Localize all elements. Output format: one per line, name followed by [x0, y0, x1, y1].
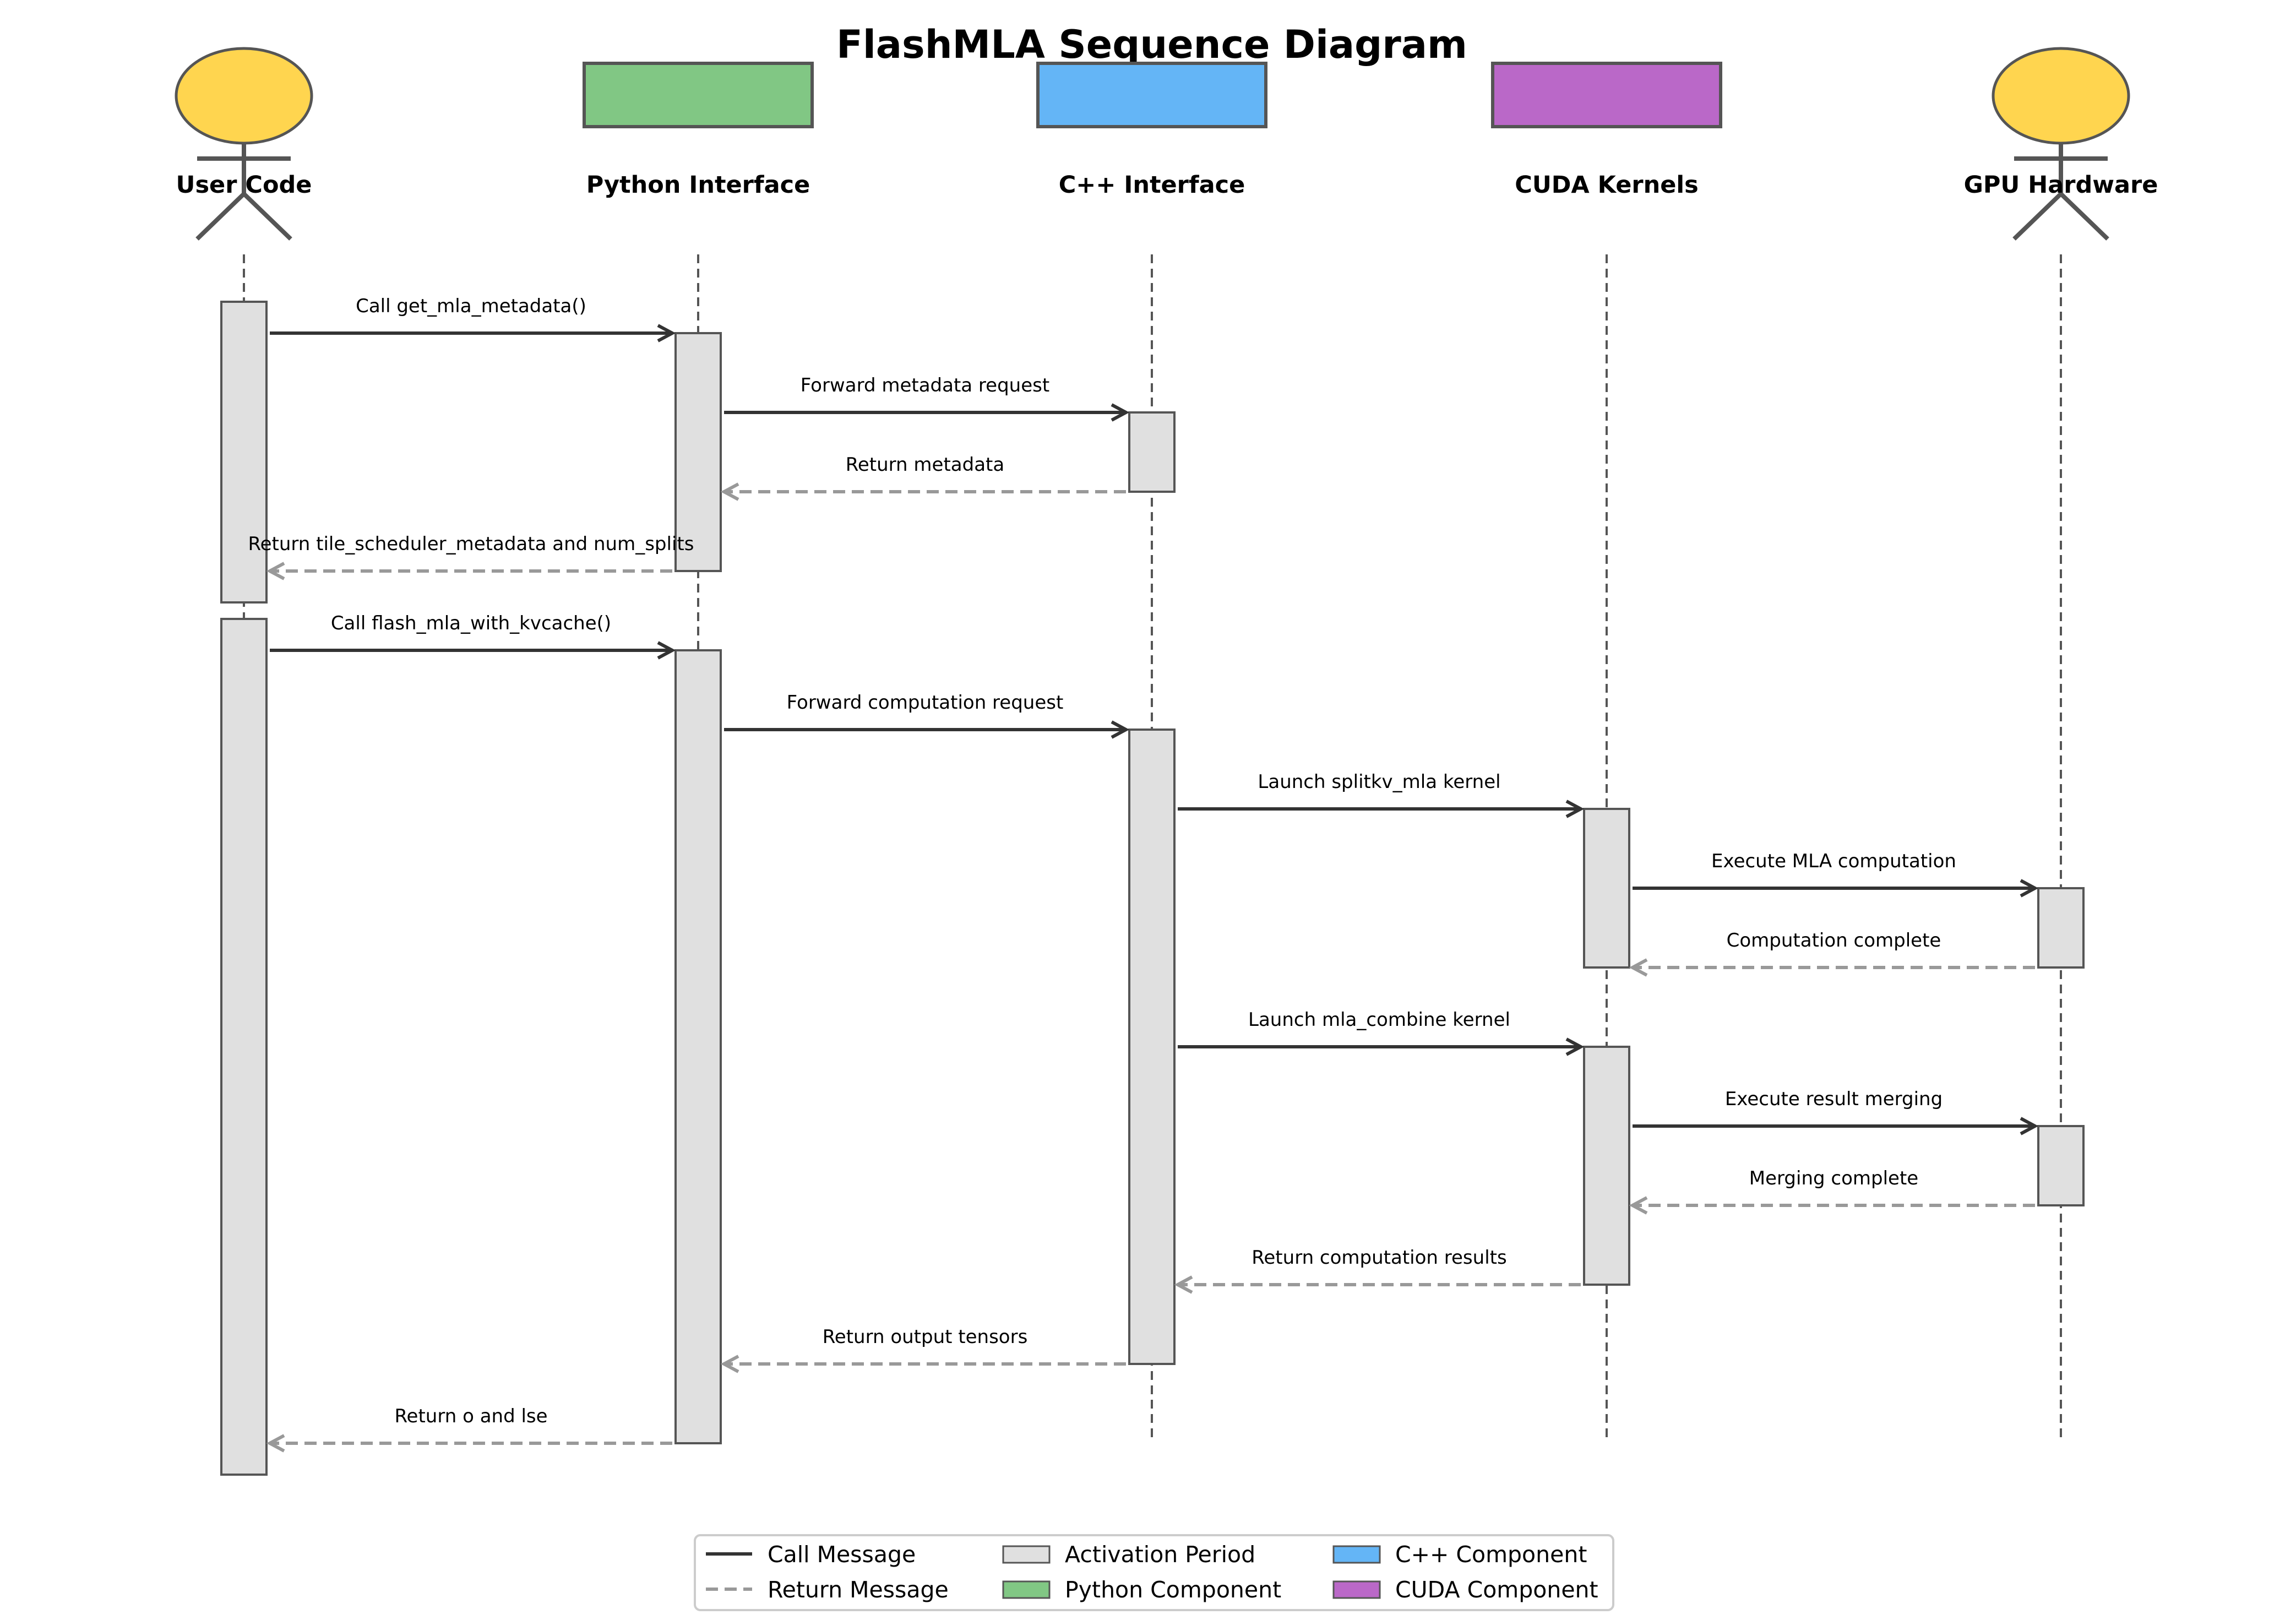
- arrow-head-icon: [1174, 1275, 1193, 1294]
- activation-bar: [674, 332, 722, 572]
- participant-user: User Code: [175, 47, 313, 241]
- legend-swatch-box: [1332, 1580, 1381, 1599]
- message-label: Launch splitkv_mla kernel: [1258, 771, 1500, 793]
- legend-frame: [694, 1534, 1614, 1611]
- participant-label: C++ Interface: [1059, 171, 1245, 199]
- actor-head-icon: [175, 47, 313, 145]
- legend-label: C++ Component: [1395, 1541, 1587, 1568]
- message-label: Launch mla_combine kernel: [1248, 1009, 1510, 1031]
- participant-cpp: C++ Interface: [1036, 62, 1267, 199]
- participant-python: Python Interface: [583, 62, 814, 199]
- activation-bar: [1128, 729, 1176, 1365]
- arrow-head-icon: [1111, 403, 1130, 422]
- message-return: Return tile_scheduler_metadata and num_s…: [248, 533, 694, 580]
- legend-swatch-box: [1002, 1580, 1051, 1599]
- legend-label: Activation Period: [1065, 1541, 1255, 1568]
- legend-item: Activation Period: [1002, 1541, 1255, 1568]
- participant-box: [583, 62, 814, 128]
- activation-bar: [2037, 887, 2085, 969]
- message-label: Return output tensors: [823, 1326, 1028, 1348]
- arrow-head-icon: [657, 324, 676, 343]
- activation-bar: [674, 649, 722, 1444]
- activation-bar: [1583, 808, 1630, 969]
- message-label: Call flash_mla_with_kvcache(): [331, 612, 611, 634]
- actor-leg-right: [242, 192, 292, 241]
- message-label: Return o and lse: [394, 1405, 547, 1427]
- message-return: Return output tensors: [720, 1326, 1126, 1373]
- message-label: Execute result merging: [1725, 1088, 1943, 1110]
- message-return: Return computation results: [1174, 1247, 1581, 1294]
- message-return: Computation complete: [1629, 929, 2035, 977]
- message-call: Call flash_mla_with_kvcache(): [270, 612, 676, 660]
- message-call: Forward computation request: [724, 692, 1130, 739]
- message-call: Launch splitkv_mla kernel: [1178, 771, 1585, 818]
- message-label: Forward computation request: [787, 692, 1064, 714]
- arrow-head-icon: [720, 482, 739, 501]
- legend-item: Call Message: [706, 1541, 916, 1568]
- message-call: Execute MLA computation: [1633, 850, 2039, 898]
- message-label: Computation complete: [1727, 929, 1941, 952]
- participant-gpu: GPU Hardware: [1964, 47, 2158, 241]
- arrow-head-icon: [266, 562, 285, 580]
- legend-item: C++ Component: [1332, 1541, 1587, 1568]
- message-label: Return tile_scheduler_metadata and num_s…: [248, 533, 694, 555]
- participant-label: Python Interface: [586, 171, 810, 199]
- legend-label: CUDA Component: [1395, 1576, 1598, 1603]
- legend-label: Python Component: [1065, 1576, 1281, 1603]
- actor-head-icon: [1992, 47, 2130, 145]
- message-call: Execute result merging: [1633, 1088, 2039, 1135]
- message-return: Merging complete: [1629, 1167, 2035, 1215]
- message-call: Call get_mla_metadata(): [270, 295, 676, 343]
- diagram-title: FlashMLA Sequence Diagram: [836, 22, 1467, 67]
- activation-bar: [220, 301, 268, 604]
- arrow-head-icon: [1565, 800, 1585, 818]
- activations: [220, 301, 2085, 1476]
- legend-swatch-box: [1332, 1545, 1381, 1564]
- arrow-head-icon: [1629, 1196, 1648, 1215]
- arrow-head-icon: [266, 1434, 285, 1453]
- participant-label: User Code: [176, 171, 312, 199]
- legend-label: Return Message: [768, 1576, 949, 1603]
- participant-label: GPU Hardware: [1964, 171, 2158, 199]
- arrow-head-icon: [2020, 879, 2039, 898]
- participant-cuda: CUDA Kernels: [1491, 62, 1722, 199]
- messages: Call get_mla_metadata() Forward metadata …: [248, 295, 2039, 1453]
- message-label: Forward metadata request: [801, 374, 1049, 396]
- message-label: Merging complete: [1749, 1167, 1918, 1189]
- message-call: Launch mla_combine kernel: [1178, 1009, 1585, 1056]
- message-return: Return o and lse: [266, 1405, 672, 1453]
- arrow-head-icon: [2020, 1117, 2039, 1135]
- actor-leg-left: [195, 192, 246, 241]
- participant-label: CUDA Kernels: [1515, 171, 1698, 199]
- message-label: Return metadata: [846, 454, 1004, 476]
- arrow-head-icon: [720, 1355, 739, 1373]
- arrow-head-icon: [1111, 720, 1130, 739]
- legend-item: CUDA Component: [1332, 1576, 1598, 1603]
- activation-bar: [1583, 1046, 1630, 1286]
- activation-bar: [220, 618, 268, 1476]
- actor-leg-right: [2059, 192, 2109, 241]
- legend-swatch-box: [1002, 1545, 1051, 1564]
- message-label: Execute MLA computation: [1711, 850, 1956, 872]
- participants: User Code Python Interface C++ Interface CU…: [175, 47, 2158, 241]
- legend-label: Call Message: [768, 1541, 916, 1568]
- arrow-head-icon: [657, 641, 676, 660]
- participant-box: [1491, 62, 1722, 128]
- legend-item: Return Message: [706, 1576, 949, 1603]
- arrow-head-icon: [1629, 958, 1648, 977]
- legend-item: Python Component: [1002, 1576, 1281, 1603]
- activation-bar: [1128, 411, 1176, 493]
- message-return: Return metadata: [720, 454, 1126, 501]
- arrow-head-icon: [1565, 1037, 1585, 1056]
- activation-bar: [2037, 1125, 2085, 1206]
- message-call: Forward metadata request: [724, 374, 1130, 422]
- participant-box: [1036, 62, 1267, 128]
- actor-leg-left: [2012, 192, 2063, 241]
- message-label: Call get_mla_metadata(): [356, 295, 586, 317]
- message-label: Return computation results: [1252, 1247, 1506, 1269]
